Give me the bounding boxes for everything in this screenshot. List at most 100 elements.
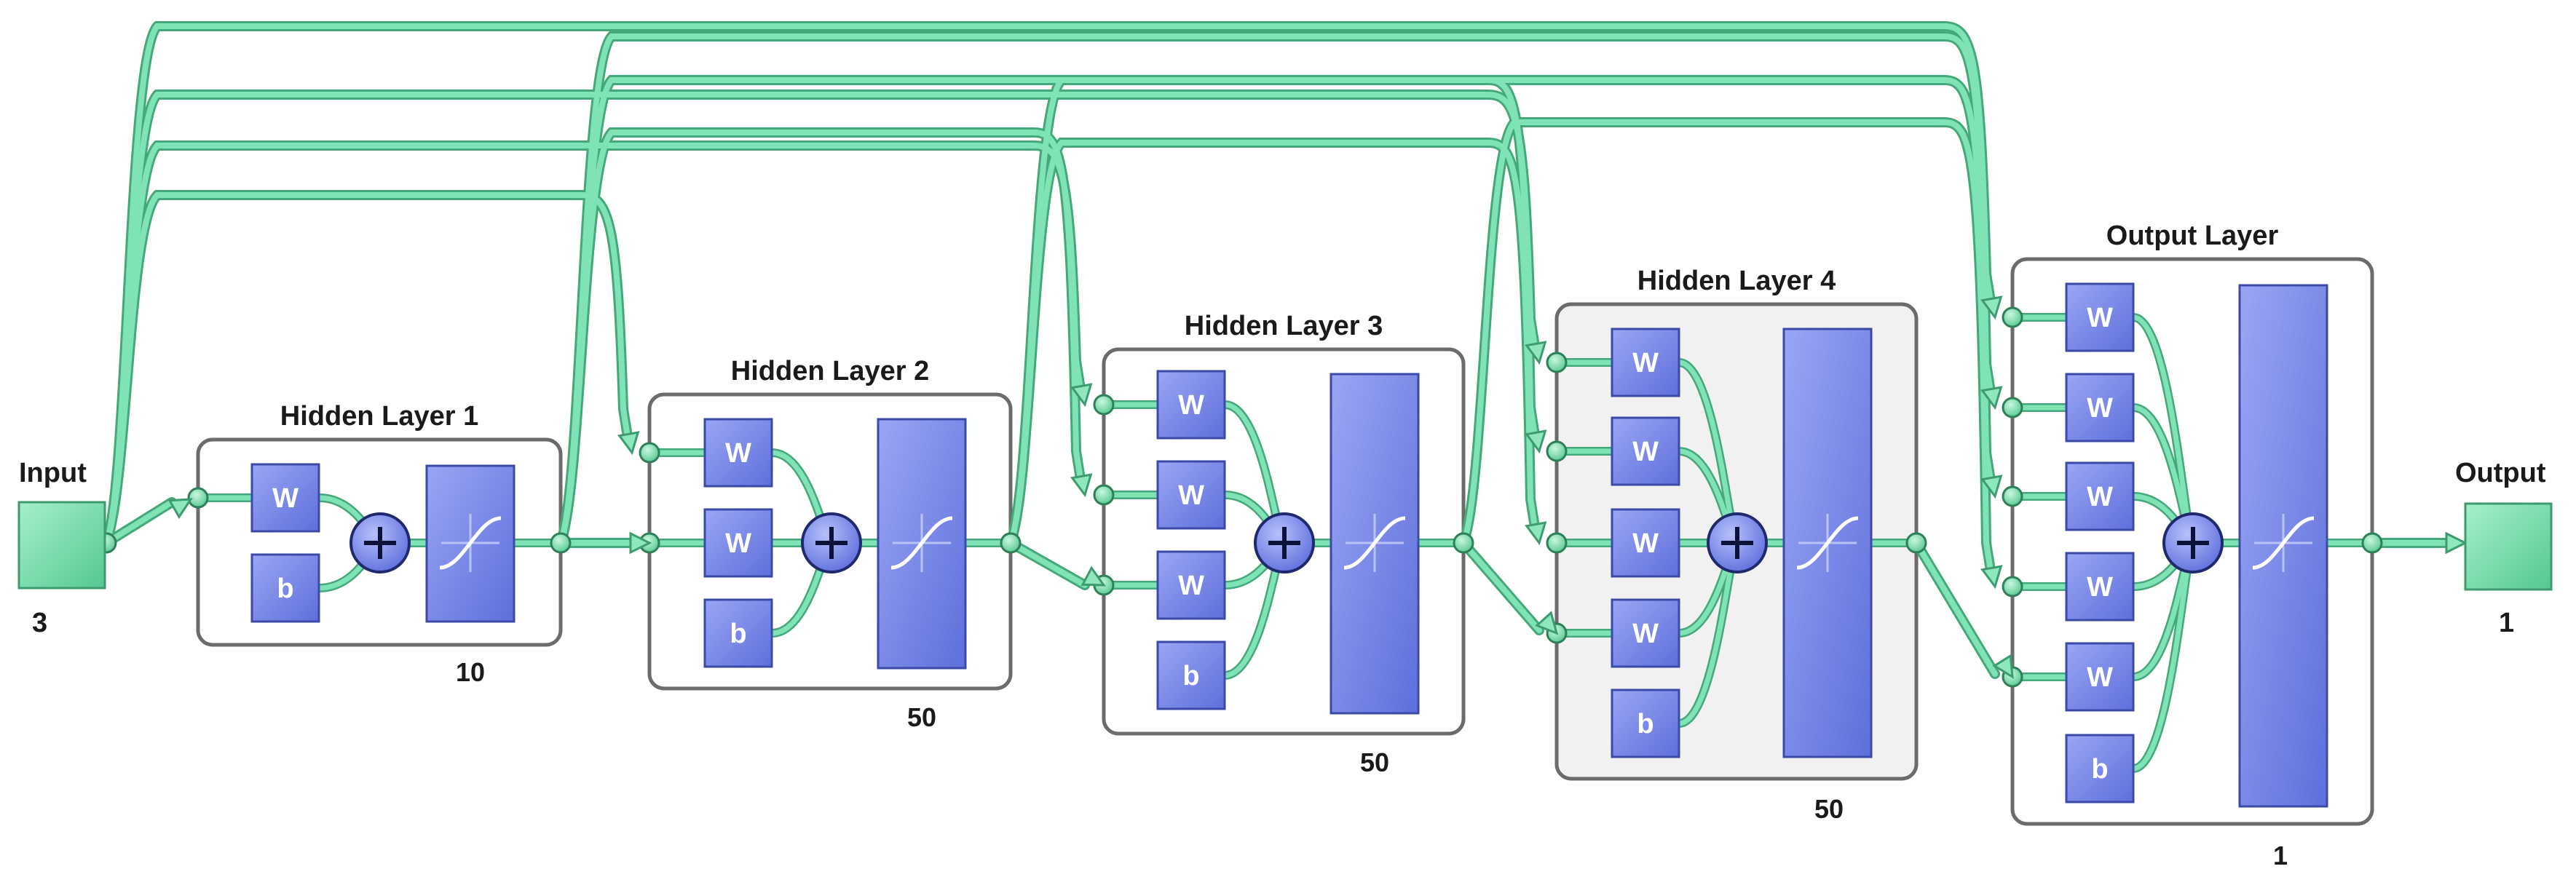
output-layer-weight-label: W xyxy=(2087,303,2113,333)
arrow-hl2-to-hl3 xyxy=(1080,565,1106,587)
hl4-to-out xyxy=(1913,540,1998,677)
hidden-layer-4-weight-1: W xyxy=(1611,328,1680,397)
hidden-layer-2-weight-1: W xyxy=(703,418,773,488)
hidden-layer-4-output-port xyxy=(1905,532,1927,554)
hidden-layer-4-input-port-2 xyxy=(1546,440,1568,462)
output-layer-weight-label: W xyxy=(2087,482,2113,512)
output-layer-input-port-3 xyxy=(2002,485,2023,507)
output-layer-weight-label: W xyxy=(2087,572,2113,603)
hidden-layer-3-weight-label: W xyxy=(1178,480,1204,511)
hidden-layer-3-size: 50 xyxy=(1360,747,1389,777)
hidden-layer-3-weight-1: W xyxy=(1156,370,1226,440)
arrow-skip-hl2-to-hl4 xyxy=(1525,521,1547,546)
hidden-layer-3-weight-2: W xyxy=(1156,460,1226,530)
output-layer-weight-4: W xyxy=(2065,552,2135,622)
output-layer-input-port-4 xyxy=(2002,576,2023,598)
tansig-transfer-icon xyxy=(2238,284,2328,808)
hidden-layer-1-weight-label: W xyxy=(272,483,299,514)
arrow-skip-input-to-hl4 xyxy=(1525,341,1547,365)
output-size: 1 xyxy=(2499,608,2514,638)
output-layer-weight-label: W xyxy=(2087,662,2113,693)
hidden-layer-3-output-port xyxy=(1453,532,1474,554)
output-layer-bias: b xyxy=(2065,734,2135,803)
arrow-hl4-to-out xyxy=(1992,654,2014,679)
hidden-layer-3-title: Hidden Layer 3 xyxy=(1185,311,1383,341)
hidden-layer-3-weight-3: W xyxy=(1156,550,1226,620)
hidden-layer-2-weight-label: W xyxy=(725,528,751,559)
tansig-transfer-icon xyxy=(1782,328,1873,758)
arrow-out-to-output xyxy=(2445,531,2468,555)
arrow-skip-hl1-to-hl4 xyxy=(1525,429,1547,454)
output-layer-input-port-1 xyxy=(2002,306,2023,328)
input-size: 3 xyxy=(32,608,47,638)
input-label: Input xyxy=(19,458,87,488)
arrow-skip-hl3-to-out xyxy=(1980,565,2003,590)
plus-circle-icon xyxy=(349,512,411,573)
arrow-skip-hl1-to-out xyxy=(1980,386,2003,410)
output-layer-output-port xyxy=(2361,532,2383,554)
arrow-skip-input-to-hl3 xyxy=(1070,383,1093,408)
hidden-layer-1-bias: b xyxy=(250,553,320,623)
hidden-layer-4-size: 50 xyxy=(1814,794,1844,824)
hl3-to-hl4 xyxy=(1461,540,1542,633)
hidden-layer-2-title: Hidden Layer 2 xyxy=(731,356,929,386)
plus-circle-icon xyxy=(1707,512,1768,573)
hidden-layer-2-bias: b xyxy=(703,598,773,668)
output-layer-weight-1: W xyxy=(2065,282,2135,352)
hidden-layer-4-title: Hidden Layer 4 xyxy=(1637,266,1836,296)
hidden-layer-2-size: 50 xyxy=(907,702,936,732)
plus-circle-icon xyxy=(801,512,862,573)
output-layer-size: 1 xyxy=(2273,841,2288,870)
hidden-layer-3-weight-label: W xyxy=(1178,571,1204,601)
arrow-hl3-to-hl4 xyxy=(1535,611,1559,635)
hidden-layer-4-weight-label: W xyxy=(1632,348,1659,378)
output-label: Output xyxy=(2455,458,2546,488)
hl2-to-hl3 xyxy=(1008,540,1088,588)
hidden-layer-2-input-port-1 xyxy=(639,442,660,464)
output-node xyxy=(2464,502,2553,591)
output-layer-title: Output Layer xyxy=(2106,221,2279,251)
hidden-layer-3-weight-label: W xyxy=(1178,390,1204,421)
output-layer-input-port-2 xyxy=(2002,397,2023,418)
hidden-layer-4-weight-4: W xyxy=(1611,598,1680,668)
skip-hl3-to-out xyxy=(1461,119,1994,573)
output-layer-bias-label: b xyxy=(2091,754,2108,785)
hidden-layer-2-weight-2: W xyxy=(703,508,773,578)
plus-circle-icon xyxy=(2162,512,2224,573)
hidden-layer-2-output-port xyxy=(1000,532,1022,554)
hidden-layer-1-input-port-1 xyxy=(187,487,209,509)
hidden-layer-4-weight-label: W xyxy=(1632,619,1659,649)
output-layer-weight-label: W xyxy=(2087,393,2113,424)
output-layer-weight-3: W xyxy=(2065,461,2135,531)
arrow-hl1-to-hl2 xyxy=(629,531,652,555)
hidden-layer-3-input-port-2 xyxy=(1093,484,1115,506)
hidden-layer-2-bias-label: b xyxy=(730,619,746,649)
hidden-layer-4-bias: b xyxy=(1611,688,1680,758)
hidden-layer-1-weight-1: W xyxy=(250,463,320,533)
hidden-layer-3-bias-label: b xyxy=(1182,661,1199,691)
tansig-transfer-icon xyxy=(1330,373,1420,715)
hidden-layer-4-weight-2: W xyxy=(1611,416,1680,486)
hidden-layer-2-weight-label: W xyxy=(725,438,751,469)
hidden-layer-3-bias: b xyxy=(1156,640,1226,710)
input-node xyxy=(17,501,106,590)
arrow-skip-input-to-hl2 xyxy=(617,431,640,456)
arrow-skip-input-to-out xyxy=(1980,295,2003,320)
arrow-input-to-hl1 xyxy=(167,498,193,520)
hidden-layer-1-bias-label: b xyxy=(277,573,293,604)
hidden-layer-1-title: Hidden Layer 1 xyxy=(280,401,478,432)
hidden-layer-4-input-port-3 xyxy=(1546,532,1568,554)
hidden-layer-4-input-port-1 xyxy=(1546,352,1568,373)
tansig-transfer-icon xyxy=(877,418,967,670)
hidden-layer-4-weight-label: W xyxy=(1632,437,1659,467)
plus-circle-icon xyxy=(1254,512,1315,573)
output-layer-weight-2: W xyxy=(2065,373,2135,442)
input-to-hl1 xyxy=(103,499,175,546)
hidden-layer-4-bias-label: b xyxy=(1637,709,1654,739)
arrow-skip-hl1-to-hl3 xyxy=(1070,473,1093,498)
skip-hl2-to-out xyxy=(1008,77,1994,546)
hidden-layer-4-weight-label: W xyxy=(1632,528,1659,559)
skip-hl1-to-out xyxy=(558,33,1994,546)
